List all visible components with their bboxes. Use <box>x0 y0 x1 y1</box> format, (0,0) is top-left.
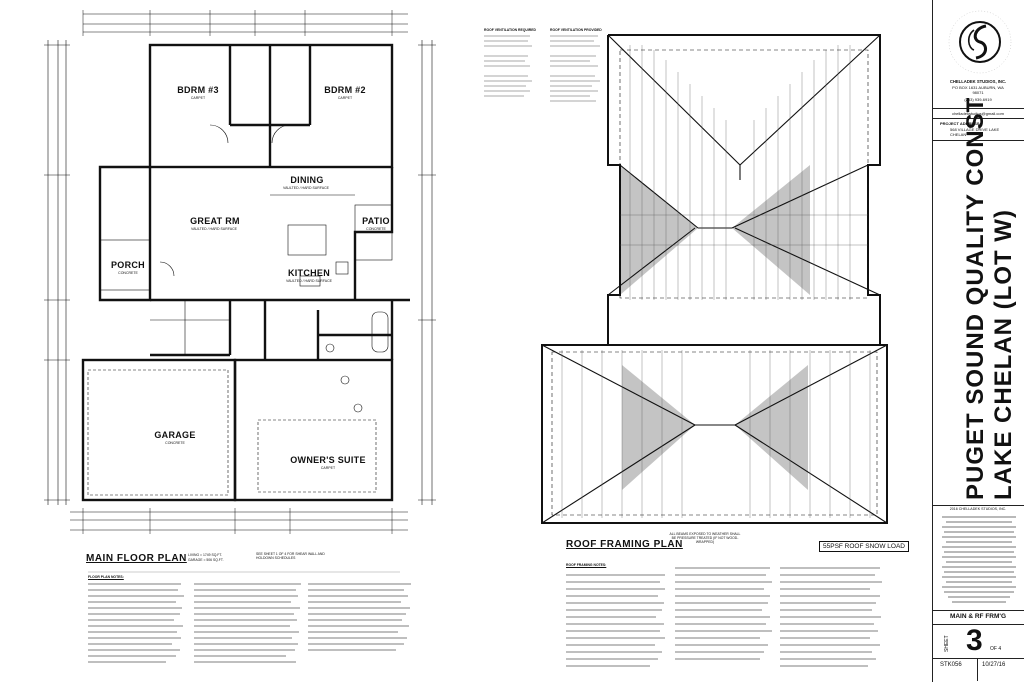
project-title: PUGET SOUND QUALITY CONST <box>962 96 989 500</box>
room-sub: CARPET <box>320 466 336 470</box>
room-sub: CARPET <box>337 96 353 100</box>
sheet-number: 3 <box>966 624 983 657</box>
roof-plan-title: ROOF FRAMING PLAN <box>566 539 683 550</box>
company-phone: (253) 939-6919 <box>964 97 992 102</box>
title-block-border <box>932 0 933 682</box>
beams-note: ALL BEAMS EXPOSED TO WEATHER SHALL BE PR… <box>669 532 741 545</box>
sheet-label: SHEET <box>944 635 950 652</box>
room-sub: CONCRETE <box>118 271 138 275</box>
divider <box>933 624 1024 625</box>
company-name: CHELLADEK STUDIOS, INC. <box>949 79 1007 84</box>
room-sub: CONCRETE <box>165 441 185 445</box>
project-subtitle: LAKE CHELAN (LOT W) <box>990 209 1017 500</box>
divider <box>933 118 1024 119</box>
disclaimer-text <box>942 516 1016 603</box>
room-sub: VAULTED / HARD SURFACE <box>286 279 332 283</box>
job-number: STK056 <box>940 662 962 668</box>
room-sub: VAULTED / HARD SURFACE <box>283 186 329 190</box>
room-label: KITCHEN <box>287 268 331 278</box>
sheet-description: MAIN & RF FRM'G <box>949 613 1007 620</box>
roof-framing-drawing <box>484 34 888 667</box>
project-label: PROJECT ADDRESS: <box>940 121 981 126</box>
divider <box>933 140 1024 141</box>
main-plan-title: MAIN FLOOR PLAN <box>86 553 187 564</box>
room-label: GARAGE <box>154 430 196 440</box>
sheet-date: 10/27/16 <box>982 662 1006 668</box>
room-sub: CARPET <box>190 96 206 100</box>
divider <box>977 659 978 681</box>
vent-provided-heading: ROOF VENTILATION PROVIDED <box>550 28 602 32</box>
living-area: LIVING = 1749 SQ.FT. <box>188 553 223 557</box>
room-label: PATIO <box>362 216 390 226</box>
room-sub: CONCRETE <box>366 227 386 231</box>
room-label: BDRM #3 <box>177 85 219 95</box>
room-label: GREAT RM <box>190 216 240 226</box>
main-floor-plan-drawing <box>44 10 436 573</box>
divider <box>933 658 1024 659</box>
divider <box>933 108 1024 109</box>
roof-notes-heading: ROOF FRAMING NOTES: <box>566 563 607 567</box>
room-label: BDRM #2 <box>324 85 366 95</box>
copyright: 2016 CHELLADEK STUDIOS, INC. <box>949 507 1007 511</box>
garage-area: GARAGE = 506 SQ.FT. <box>188 558 224 562</box>
floor-notes-text <box>88 583 411 663</box>
company-address: PO BOX 1631 AUBURN, WA 98071 <box>952 85 1004 95</box>
snow-load-note: 55PSF ROOF SNOW LOAD <box>819 541 909 552</box>
company-logo <box>948 10 1012 74</box>
sheet-of: OF 4 <box>990 646 1002 652</box>
room-label: OWNER'S SUITE <box>290 455 366 465</box>
project-address: 568 VILLAGE DRIVE LAKE CHELAN <box>950 127 1000 137</box>
shear-wall-note: SEE SHEET 1 OF 4 FOR SHEAR WALL AND HOLD… <box>256 552 325 561</box>
company-email: chelladekstudios@gmail.com <box>952 111 1004 116</box>
room-label: DINING <box>290 175 324 185</box>
vent-required-heading: ROOF VENTILATION REQUIRED <box>484 28 536 32</box>
divider <box>933 610 1024 611</box>
room-sub: VAULTED / HARD SURFACE <box>191 227 237 231</box>
floor-notes-heading: FLOOR PLAN NOTES: <box>88 575 124 579</box>
divider <box>933 505 1024 506</box>
room-label: PORCH <box>110 260 145 270</box>
